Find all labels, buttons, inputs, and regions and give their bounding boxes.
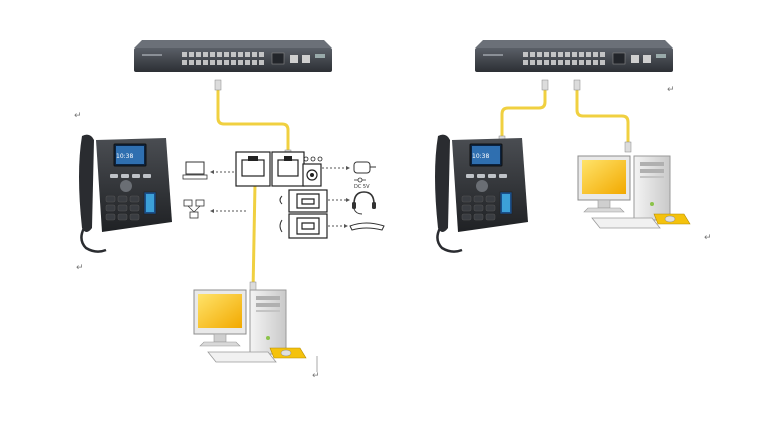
power-label: DC 5V xyxy=(354,184,370,190)
phone-screen-time: 10:38 xyxy=(472,153,489,160)
headset-icon xyxy=(352,191,376,215)
power-adapter-icon xyxy=(353,161,376,174)
network-switch-right xyxy=(474,39,674,73)
desktop-computer-left xyxy=(193,289,307,363)
lan-port-icon xyxy=(241,159,265,177)
left-scene: 10:38 xyxy=(77,39,385,372)
power-symbol-icon xyxy=(354,177,366,183)
handset-jack-icon xyxy=(296,217,320,235)
network-icon xyxy=(183,199,205,219)
phone-back-panel xyxy=(235,151,328,239)
cable-phone-to-pc xyxy=(251,183,257,293)
headset-jack-icon xyxy=(296,193,320,209)
handset-icon xyxy=(349,222,385,231)
stray-mark: ↵ xyxy=(74,111,82,121)
right-scene: 10:38 xyxy=(433,39,691,253)
network-switch-left xyxy=(133,39,333,73)
desktop-computer-right xyxy=(577,155,691,229)
stray-mark: ↵ xyxy=(312,371,320,381)
cable-switch-to-pc xyxy=(575,82,630,152)
pc-port-icon xyxy=(277,159,299,177)
power-jack-icon xyxy=(306,169,318,181)
panel-legend: DC 5V xyxy=(182,161,385,231)
stray-mark: ↵ xyxy=(704,233,712,243)
computer-icon xyxy=(182,161,208,180)
stray-mark: ↵ xyxy=(76,263,84,273)
stray-mark: ↵ xyxy=(667,85,675,95)
cable-switch-to-phone xyxy=(216,82,290,160)
cable-switch-to-phone xyxy=(500,82,547,144)
phone-screen-time: 10:38 xyxy=(116,153,133,160)
